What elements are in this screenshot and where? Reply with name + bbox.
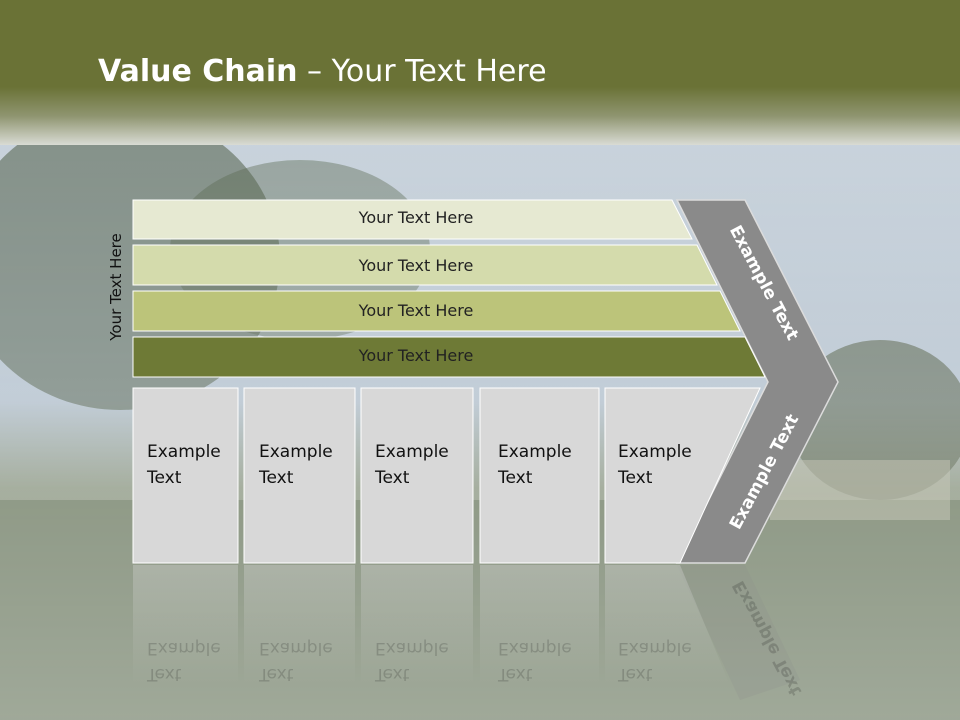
box-label-3-line1: Example xyxy=(375,442,449,462)
row-label-2: Your Text Here xyxy=(358,256,474,275)
box-1 xyxy=(132,387,239,564)
row-bar-2 xyxy=(132,244,718,286)
box-label-5-line1: Example xyxy=(618,442,692,462)
box-4-reflection xyxy=(480,565,599,685)
box-label-5-reflection-line2: Text xyxy=(618,664,653,684)
chevron-arrow-reflection xyxy=(677,565,800,700)
side-label: Your Text Here xyxy=(107,233,125,341)
chevron-arrow xyxy=(675,199,839,564)
box-label-2-reflection-line1: Example xyxy=(259,638,333,658)
slide-title: Value Chain – Your Text Here xyxy=(98,54,547,89)
box-label-1-reflection-line1: Example xyxy=(147,638,221,658)
slide-title-rest: – Your Text Here xyxy=(297,54,547,89)
box-label-2-reflection: Text Example xyxy=(259,635,349,687)
title-bar xyxy=(0,0,960,145)
box-label-1-reflection-line2: Text xyxy=(147,664,182,684)
box-label-1-line2: Text xyxy=(147,468,182,488)
box-2-reflection xyxy=(244,565,355,685)
box-label-1-line1: Example xyxy=(147,442,221,462)
box-1-reflection xyxy=(133,565,238,685)
box-label-4-reflection-line1: Example xyxy=(498,638,572,658)
box-label-4-reflection-line2: Text xyxy=(498,664,533,684)
box-5-reflection xyxy=(605,565,730,685)
box-label-2-reflection-line2: Text xyxy=(259,664,294,684)
box-3 xyxy=(360,387,474,564)
box-label-2-line2: Text xyxy=(259,468,294,488)
row-bar-3 xyxy=(132,290,741,332)
box-label-1-reflection: Text Example xyxy=(147,635,237,687)
box-5 xyxy=(604,387,761,564)
box-label-3-line2: Text xyxy=(375,468,410,488)
box-4 xyxy=(479,387,600,564)
box-label-5-reflection: Text Example xyxy=(618,635,708,687)
row-bar-1 xyxy=(132,199,693,240)
box-3-reflection xyxy=(361,565,473,685)
row-label-1: Your Text Here xyxy=(358,208,474,227)
row-bar-4 xyxy=(132,336,766,378)
box-label-3-reflection-line1: Example xyxy=(375,638,449,658)
box-label-3-reflection-line2: Text xyxy=(375,664,410,684)
row-label-3: Your Text Here xyxy=(358,301,474,320)
box-2 xyxy=(243,387,356,564)
slide-title-bold: Value Chain xyxy=(98,54,298,89)
box-label-4-line2: Text xyxy=(498,468,533,488)
box-label-4-reflection: Text Example xyxy=(498,635,588,687)
box-label-5-reflection-line1: Example xyxy=(618,638,692,658)
box-label-3-reflection: Text Example xyxy=(375,635,465,687)
box-label-4-line1: Example xyxy=(498,442,572,462)
box-label-2-line1: Example xyxy=(259,442,333,462)
box-label-5-line2: Text xyxy=(618,468,653,488)
row-label-4: Your Text Here xyxy=(358,346,474,365)
